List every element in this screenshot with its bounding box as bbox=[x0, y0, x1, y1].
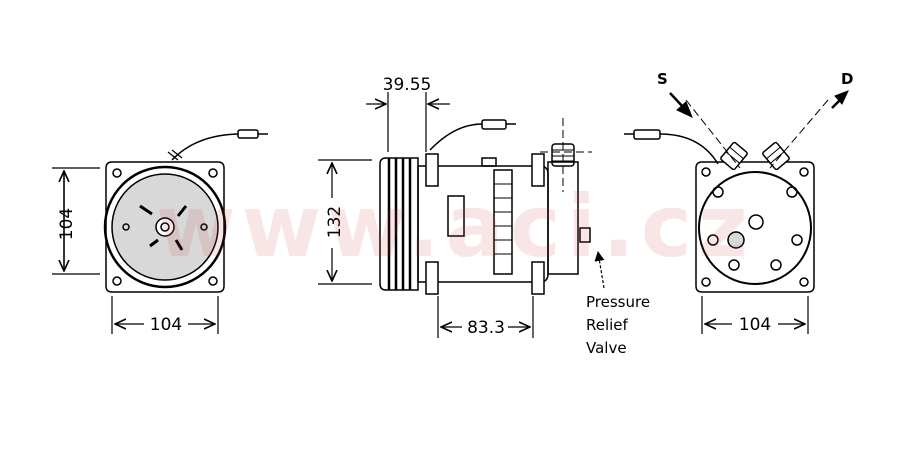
watermark: www.aci.cz bbox=[156, 177, 754, 277]
rear-wire-lead bbox=[659, 133, 719, 165]
rear-bolt-hole bbox=[701, 167, 711, 177]
side-height-dimension bbox=[318, 159, 372, 285]
suction-arrow bbox=[669, 92, 693, 118]
front-height-dimension bbox=[52, 167, 100, 275]
rear-width-label: 104 bbox=[739, 315, 771, 335]
relief-valve-label-line3: Valve bbox=[586, 339, 627, 357]
clutch-rivet bbox=[200, 223, 208, 231]
rear-bolt-hole bbox=[799, 167, 809, 177]
discharge-fitting bbox=[762, 141, 790, 171]
rear-bolt-hole bbox=[799, 277, 809, 287]
front-bolt-hole bbox=[112, 276, 122, 286]
suction-fitting bbox=[720, 141, 748, 171]
body-label-plate bbox=[447, 195, 465, 237]
clutch-slot bbox=[139, 204, 188, 251]
top-lug bbox=[481, 157, 497, 167]
side-wire-lead bbox=[429, 123, 483, 151]
rear-head-bolt bbox=[712, 186, 724, 198]
relief-valve-label-line1: Pressure bbox=[586, 293, 650, 311]
front-wire-lead bbox=[171, 133, 239, 161]
relief-valve bbox=[579, 227, 591, 243]
pulley-offset-dimension bbox=[366, 92, 450, 152]
discharge-arrow bbox=[831, 90, 849, 109]
pulley-grooves bbox=[387, 158, 412, 290]
side-wire-connector bbox=[481, 119, 507, 130]
rear-head-bolt bbox=[791, 234, 803, 246]
rear-head-bolt bbox=[770, 259, 782, 271]
rear-view bbox=[624, 99, 829, 293]
mount-spacing-label: 83.3 bbox=[467, 318, 505, 338]
side-view bbox=[379, 118, 592, 295]
front-bolt-hole bbox=[208, 168, 218, 178]
clutch-hub-nut bbox=[160, 222, 170, 232]
relief-valve-label-line2: Relief bbox=[586, 316, 629, 334]
rear-head-bolt bbox=[707, 234, 719, 246]
front-height-label: 104 bbox=[57, 208, 77, 240]
front-width-label: 104 bbox=[150, 315, 182, 335]
clutch-outer-ring bbox=[103, 165, 227, 289]
rear-width-dimension bbox=[701, 296, 809, 334]
rear-mount-plate bbox=[695, 161, 815, 293]
front-width-dimension bbox=[111, 296, 219, 334]
clutch-hub bbox=[155, 217, 175, 237]
rear-head-bolt bbox=[786, 186, 798, 198]
suction-port-label: S bbox=[657, 70, 668, 88]
front-bolt-hole bbox=[208, 276, 218, 286]
pulley bbox=[379, 157, 419, 291]
mount-ear bbox=[425, 261, 439, 295]
discharge-port-label: D bbox=[841, 70, 853, 88]
pulley-offset-label: 39.55 bbox=[383, 75, 432, 95]
mount-ear bbox=[531, 153, 545, 187]
body-rib bbox=[493, 169, 513, 275]
front-wire-connector bbox=[237, 129, 259, 139]
mount-ear bbox=[425, 153, 439, 187]
clutch-rivet bbox=[122, 223, 130, 231]
relief-valve-callout bbox=[594, 251, 605, 289]
rear-wire-connector bbox=[633, 129, 661, 140]
front-mount-plate bbox=[105, 161, 225, 293]
rear-head-circle bbox=[698, 171, 812, 285]
rear-sight-plug bbox=[727, 231, 745, 249]
rear-center-port bbox=[748, 214, 764, 230]
rear-bolt-hole bbox=[701, 277, 711, 287]
mount-spacing-dimension bbox=[437, 296, 534, 338]
front-view bbox=[103, 129, 268, 293]
rear-head-bolt bbox=[728, 259, 740, 271]
front-bolt-hole bbox=[112, 168, 122, 178]
side-height-label: 132 bbox=[325, 206, 345, 238]
mount-ear bbox=[531, 261, 545, 295]
